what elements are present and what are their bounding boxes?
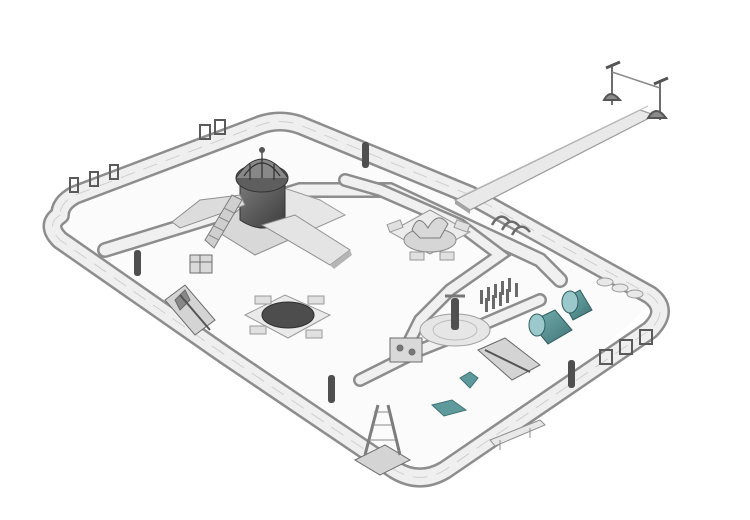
spin-pole-platform xyxy=(419,294,491,347)
bridge-walkway xyxy=(453,105,657,214)
ring-tunnel xyxy=(490,215,531,236)
climbing-frame-left xyxy=(189,254,213,274)
peg-posts xyxy=(480,278,518,312)
teal-tunnel-tubes xyxy=(528,289,593,345)
a-frame-ladder-center xyxy=(477,337,541,381)
bridge-end-gate xyxy=(602,60,669,120)
trampoline-platform xyxy=(243,294,332,339)
climbing-tower-front xyxy=(353,404,412,476)
pole-markers xyxy=(134,142,575,403)
track-hurdles xyxy=(69,119,653,365)
spinner-platform xyxy=(386,209,472,261)
central-dome-tower xyxy=(171,147,352,269)
a-frame-ladder-left xyxy=(164,284,216,336)
outer-track xyxy=(42,111,670,488)
balance-beam xyxy=(489,419,546,450)
teal-ground-pads xyxy=(430,371,479,417)
climbing-frame-center xyxy=(389,337,423,363)
stepping-discs xyxy=(596,277,644,299)
